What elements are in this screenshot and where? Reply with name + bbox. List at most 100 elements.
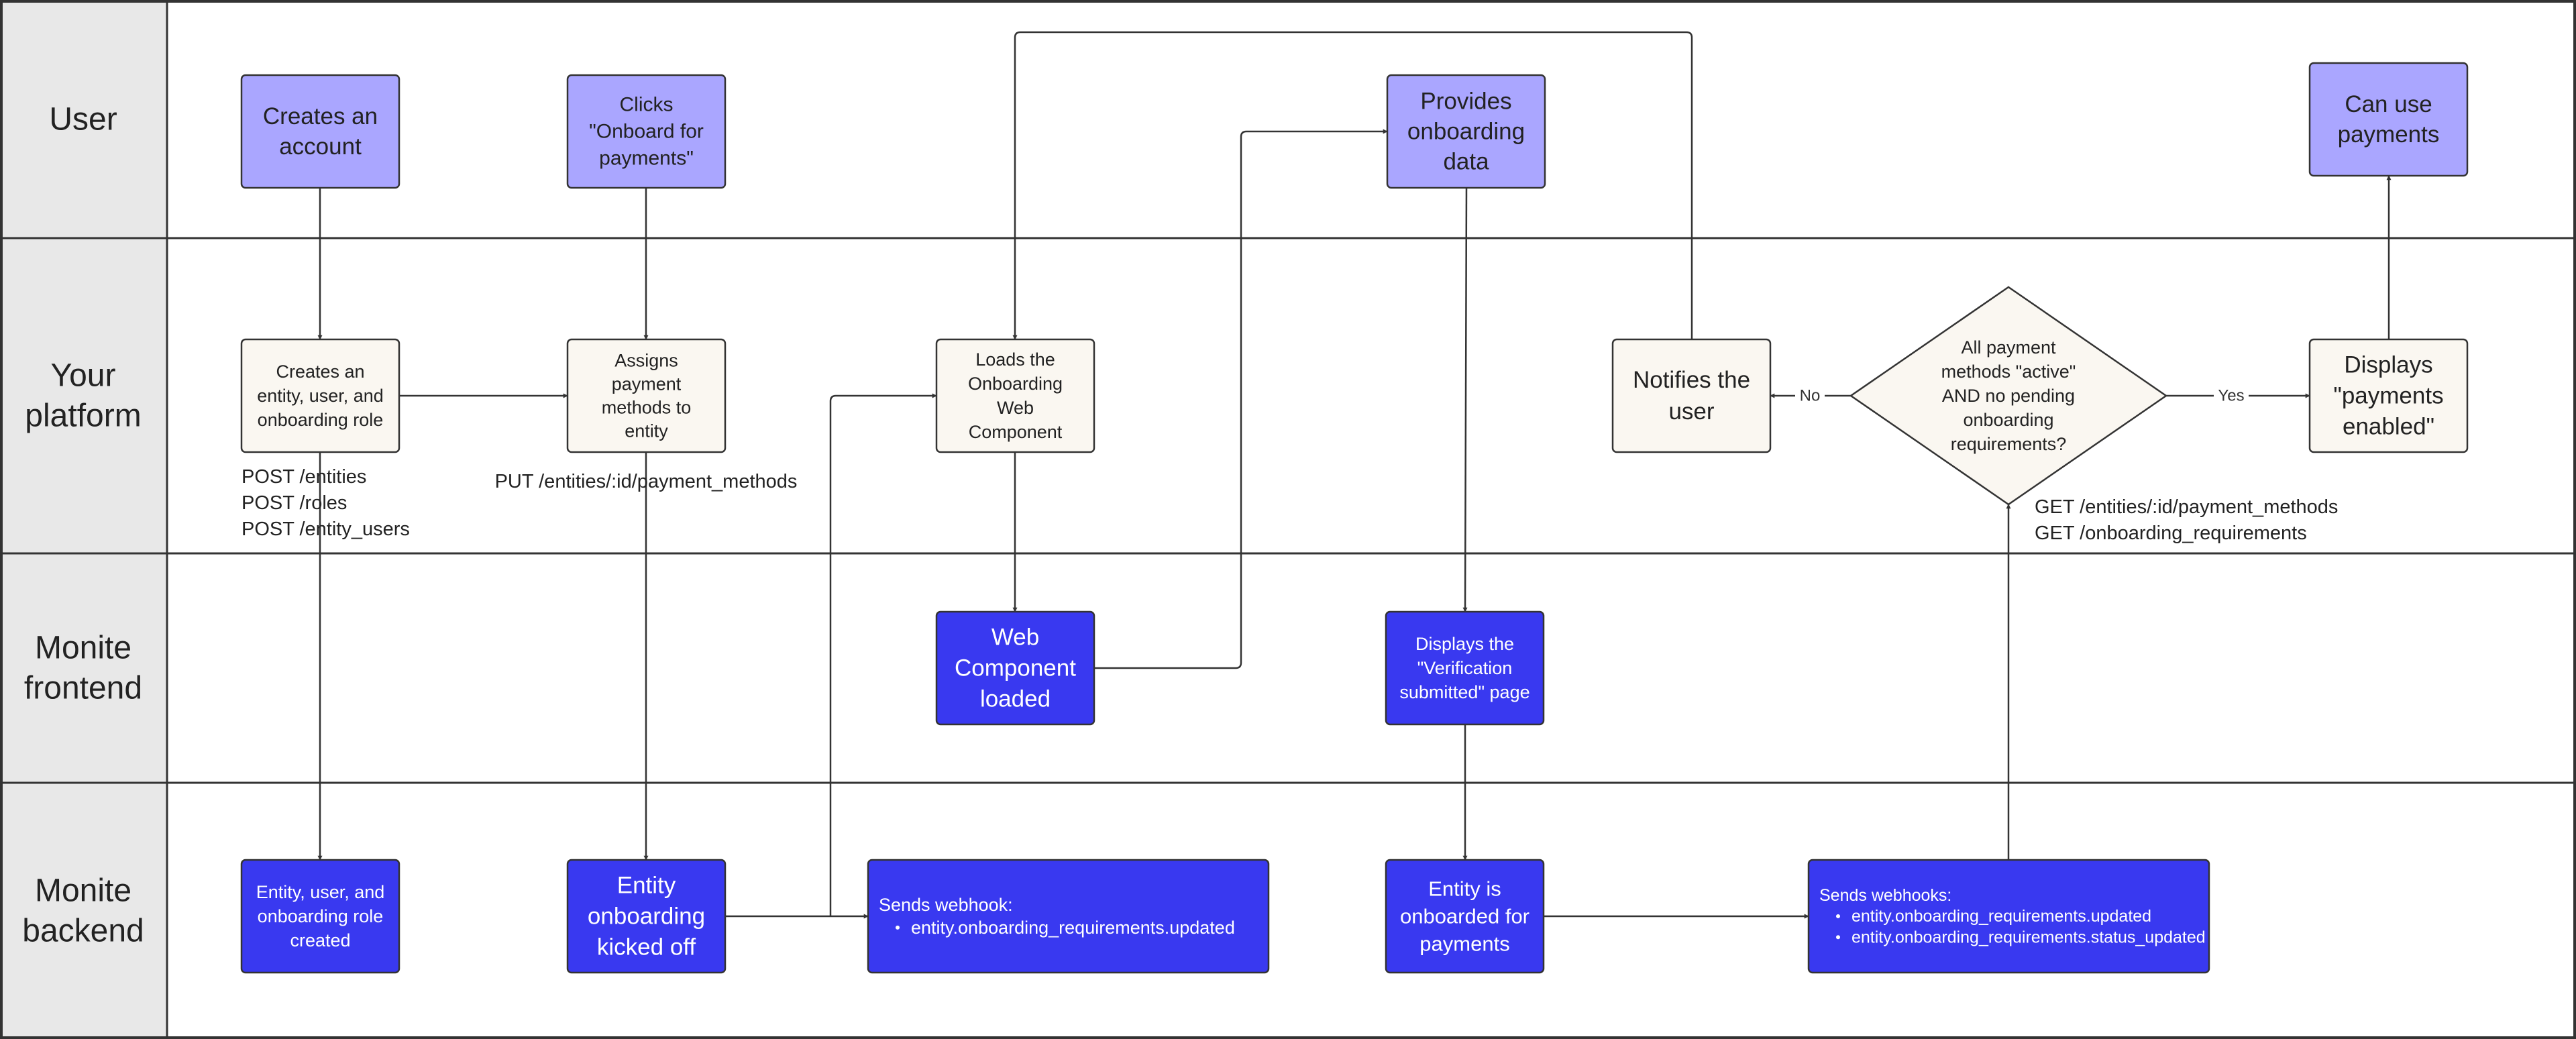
create-account-text: account [279,133,362,160]
verification-page-text: Displays the [1415,634,1514,654]
entity-onboarded-node: Entity is onboarded for payments [1385,859,1545,974]
load-component-text: Loads the [975,349,1055,370]
lane-label-backend: Monite [35,873,131,909]
onboarding-kicked-box [566,859,727,974]
api-call-decision: GET /entities/:id/payment_methods [2035,496,2338,518]
webhooks-2-box [1807,859,2210,974]
create-entity-text: onboarding role [258,410,384,430]
can-use-box [2308,62,2469,177]
api-call-create-entity: POST /roles [241,492,347,514]
entity-created-text: onboarding role [258,906,384,926]
decision-diamond [1849,286,2168,506]
webhook-title: Sends webhook: [879,895,1013,915]
assign-methods-text: methods to [602,398,692,418]
notify-user-text: Notifies the [1633,367,1750,393]
api-call-create-entity: POST /entities [241,466,366,488]
create-entity-text: entity, user, and [257,386,384,406]
assign-methods-text: entity [625,421,668,441]
click-onboard-node: Clicks "Onboard for payments" [566,74,727,189]
lane-label-platform: platform [25,398,141,434]
provides-data-text: onboarding [1407,119,1525,145]
decision-text: All payment [1961,337,2056,358]
notify-user-box [1611,338,1772,453]
webhook-event: entity.onboarding_requirements.status_up… [1851,928,2206,946]
notify-user-text: user [1668,398,1714,425]
display-enabled-text: enabled" [2343,414,2434,440]
edge-provide-to-verification [1462,187,1468,612]
assign-methods-text: payment [612,374,682,394]
click-onboard-text: Clicks [620,94,674,116]
component-loaded-box [935,610,1095,726]
bullet-dot [896,925,900,930]
entity-onboarded-text: Entity is [1428,877,1501,901]
verification-page-text: "Verification [1417,658,1513,678]
display-enabled-text: "payments [2333,383,2443,409]
provides-data-node: Provides onboarding data [1386,74,1546,189]
verification-page-box [1385,610,1545,726]
load-component-text: Component [969,422,1063,442]
edge-label-no: No [1800,387,1821,405]
click-onboard-text: "Onboard for [589,121,704,143]
onboarding-kicked-text: onboarding [588,904,705,930]
webhook-1-box [867,859,1270,974]
decision-text: methods "active" [1941,362,2076,382]
webhooks-2-node: Sends webhooks:entity.onboarding_require… [1807,859,2210,974]
entity-created-text: Entity, user, and [256,882,385,902]
can-use-node: Can use payments [2308,62,2469,177]
load-component-text: Onboarding [968,374,1063,394]
create-account-node: Creates an account [240,74,400,189]
edge-loaded-to-provide [1094,129,1388,669]
click-onboard-text: payments" [599,148,694,170]
click-onboard-box [566,74,727,189]
lane-label-backend: backend [22,914,144,949]
assign-methods-box [566,338,727,453]
nodes: Creates an account Clicks "Onboard for payme… [240,62,2469,974]
component-loaded-text: Web [991,624,1039,651]
edge-label-bg [1795,385,1825,406]
lane-label-platform: Your [51,358,116,394]
verification-page-node: Displays the "Verification submitted" page [1385,610,1545,726]
bullet-dot [1836,935,1840,940]
create-account-box [240,74,400,189]
display-enabled-box [2308,338,2469,453]
load-component-text: Web [997,398,1034,418]
load-component-box [935,338,1095,453]
component-loaded-text: loaded [980,686,1051,712]
edge-labels: No Yes [1795,385,2249,406]
can-use-text: payments [2338,121,2440,148]
webhook-event: entity.onboarding_requirements.updated [911,918,1235,938]
create-entity-text: Creates an [276,362,364,382]
edge-kickoff-to-load [829,393,937,916]
verification-page-text: submitted" page [1399,682,1529,702]
webhook-1-node: Sends webhook: entity.onboarding_requirem… [867,859,1270,974]
provides-data-text: Provides [1420,89,1511,115]
api-call-create-entity: POST /entity_users [241,518,410,540]
decision-text: requirements? [1951,434,2067,454]
entity-created-box [240,859,400,974]
entity-onboarded-box [1385,859,1545,974]
entity-onboarded-text: payments [1419,932,1509,956]
provides-data-box [1386,74,1546,189]
connectors [317,31,2392,919]
component-loaded-text: Component [955,655,1076,681]
provides-data-text: data [1443,149,1489,175]
edge-label-bg [2214,385,2249,406]
create-account-text: Creates an [263,103,378,129]
create-entity-box [240,338,400,453]
lane-label-frontend: frontend [24,671,142,706]
api-call-decision: GET /onboarding_requirements [2035,523,2307,544]
entity-onboarded-text: onboarded for [1400,905,1529,928]
decision-text: AND no pending [1942,386,2075,406]
lane-header-column [0,0,168,1039]
can-use-text: Can use [2345,91,2432,117]
edge-label-yes: Yes [2218,387,2244,405]
decision-node: All payment methods "active" AND no pendin… [1849,286,2168,506]
